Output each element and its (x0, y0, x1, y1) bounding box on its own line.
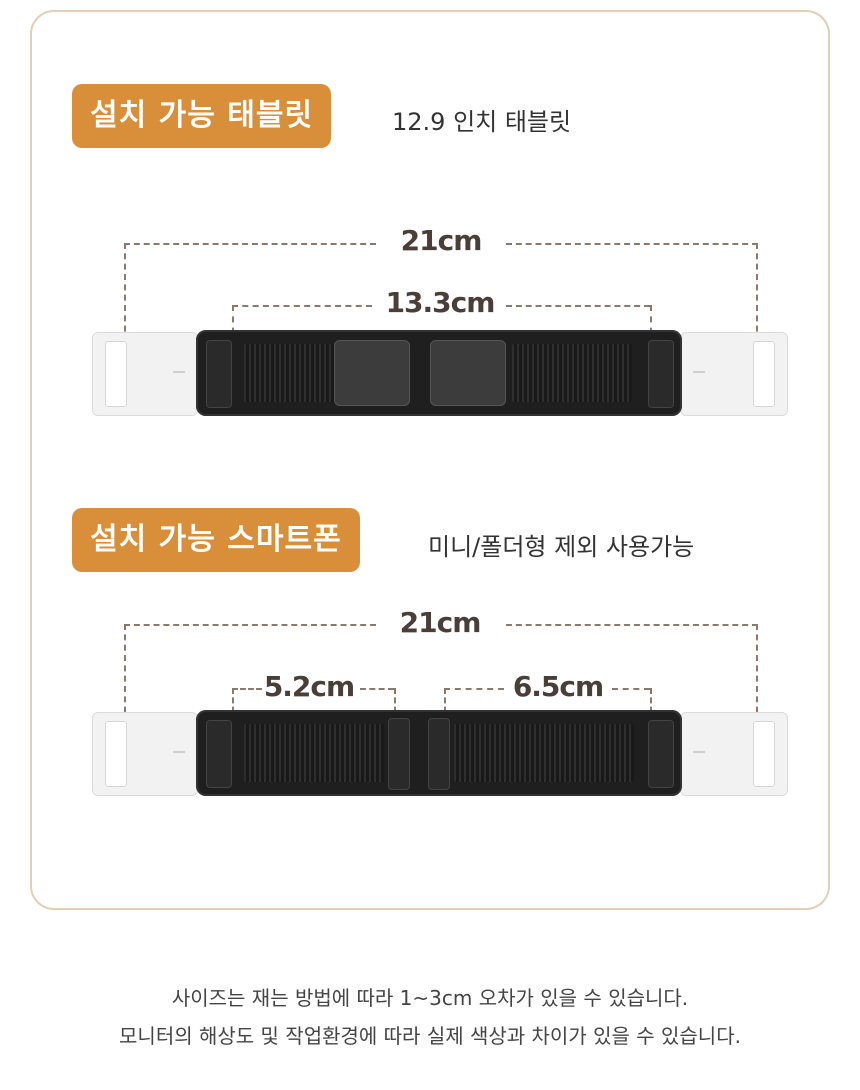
inner-dim-line-left (232, 305, 372, 307)
inner-dim-line-right (506, 305, 650, 307)
left-dim-line-b (360, 688, 394, 690)
left-dim-tick-b (394, 688, 396, 722)
inner-dim-tick-right (650, 305, 652, 345)
tablet-note: 12.9 인치 태블릿 (392, 108, 572, 136)
tablet-inner-dimension: 13.3cm (385, 286, 496, 319)
tablet-badge: 설치 가능 태블릿 (72, 84, 332, 148)
smartphone-right-dimension: 6.5cm (512, 670, 604, 703)
holder-body (196, 330, 682, 416)
right-dim-tick-b (650, 688, 652, 722)
smartphone-left-dimension: 5.2cm (263, 670, 355, 703)
right-extension-arm (680, 332, 788, 416)
outer-dim-tick-left-2 (124, 624, 126, 754)
footer-note-2: 모니터의 해상도 및 작업환경에 따라 실제 색상과 차이가 있을 수 있습니다… (119, 1024, 741, 1048)
left-extension-arm (92, 332, 198, 416)
outer-dim-line-right-2 (506, 624, 758, 626)
right-dim-tick-a (444, 688, 446, 722)
right-dim-line-b (612, 688, 650, 690)
outer-dim-line-right (506, 243, 758, 245)
right-dim-line-a (444, 688, 504, 690)
outer-dim-tick-right-2 (756, 624, 758, 754)
tablet-outer-dimension: 21cm (400, 224, 483, 257)
outer-dim-tick-left (124, 243, 126, 373)
holder-body-2 (196, 710, 682, 796)
footer-note-1: 사이즈는 재는 방법에 따라 1~3cm 오차가 있을 수 있습니다. (171, 986, 689, 1010)
outer-dim-tick-right (756, 243, 758, 373)
outer-dim-line-left-2 (124, 624, 376, 626)
smartphone-note: 미니/폴더형 제외 사용가능 (428, 533, 695, 561)
left-dim-line-a (232, 688, 262, 690)
smartphone-badge: 설치 가능 스마트폰 (72, 508, 360, 572)
outer-dim-line-left (124, 243, 376, 245)
left-dim-tick-a (232, 688, 234, 722)
inner-dim-tick-left (232, 305, 234, 345)
left-extension-arm-2 (92, 712, 198, 796)
smartphone-outer-dimension: 21cm (399, 606, 482, 639)
right-extension-arm-2 (680, 712, 788, 796)
